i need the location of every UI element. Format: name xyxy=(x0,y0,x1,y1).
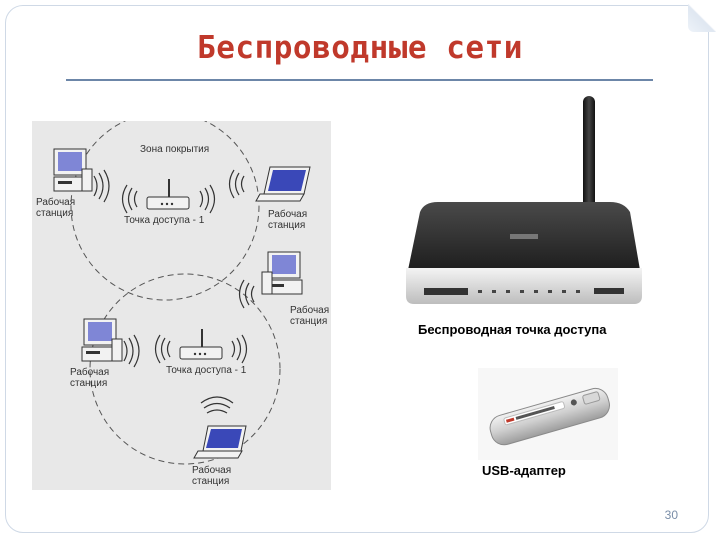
wave-icon-1 xyxy=(93,169,110,203)
router-caption: Беспроводная точка доступа xyxy=(418,322,607,337)
diagram-graphics xyxy=(53,121,311,465)
wave-icon-7 xyxy=(154,334,171,364)
coverage-zone-top xyxy=(70,121,260,301)
laptop-bottom-icon xyxy=(193,425,247,459)
title-divider xyxy=(66,79,653,81)
access-point-top-label: Точка доступа - 1 xyxy=(124,215,205,226)
usb-caption: USB-адаптер xyxy=(482,463,566,478)
coverage-zone-label: Зона покрытия xyxy=(140,144,210,155)
workstation-bottom-left-icon xyxy=(81,318,123,362)
access-point-bottom-label: Точка доступа - 1 xyxy=(166,365,247,376)
wave-icon-9 xyxy=(200,396,234,414)
access-point-bottom-icon xyxy=(179,329,223,360)
slide-title: Беспроводные сети xyxy=(197,30,523,66)
wave-icon-3 xyxy=(199,184,216,214)
wave-icon-5 xyxy=(238,279,255,309)
wave-icon-4 xyxy=(228,169,245,199)
wave-icon-8 xyxy=(231,334,248,364)
access-point-top-icon xyxy=(146,179,190,210)
workstation-mid-right-icon xyxy=(261,251,303,295)
coverage-zone-bottom xyxy=(89,273,281,465)
wave-icon-6 xyxy=(123,334,140,368)
page-number: 30 xyxy=(664,508,678,522)
usb-adapter-photo xyxy=(478,368,618,460)
router-photo xyxy=(398,92,650,312)
antenna xyxy=(583,96,595,216)
laptop-top-right-icon xyxy=(255,166,311,202)
workstation-top-left-icon xyxy=(53,148,93,192)
page-corner-fold xyxy=(688,4,716,32)
wave-icon-2 xyxy=(121,184,138,214)
